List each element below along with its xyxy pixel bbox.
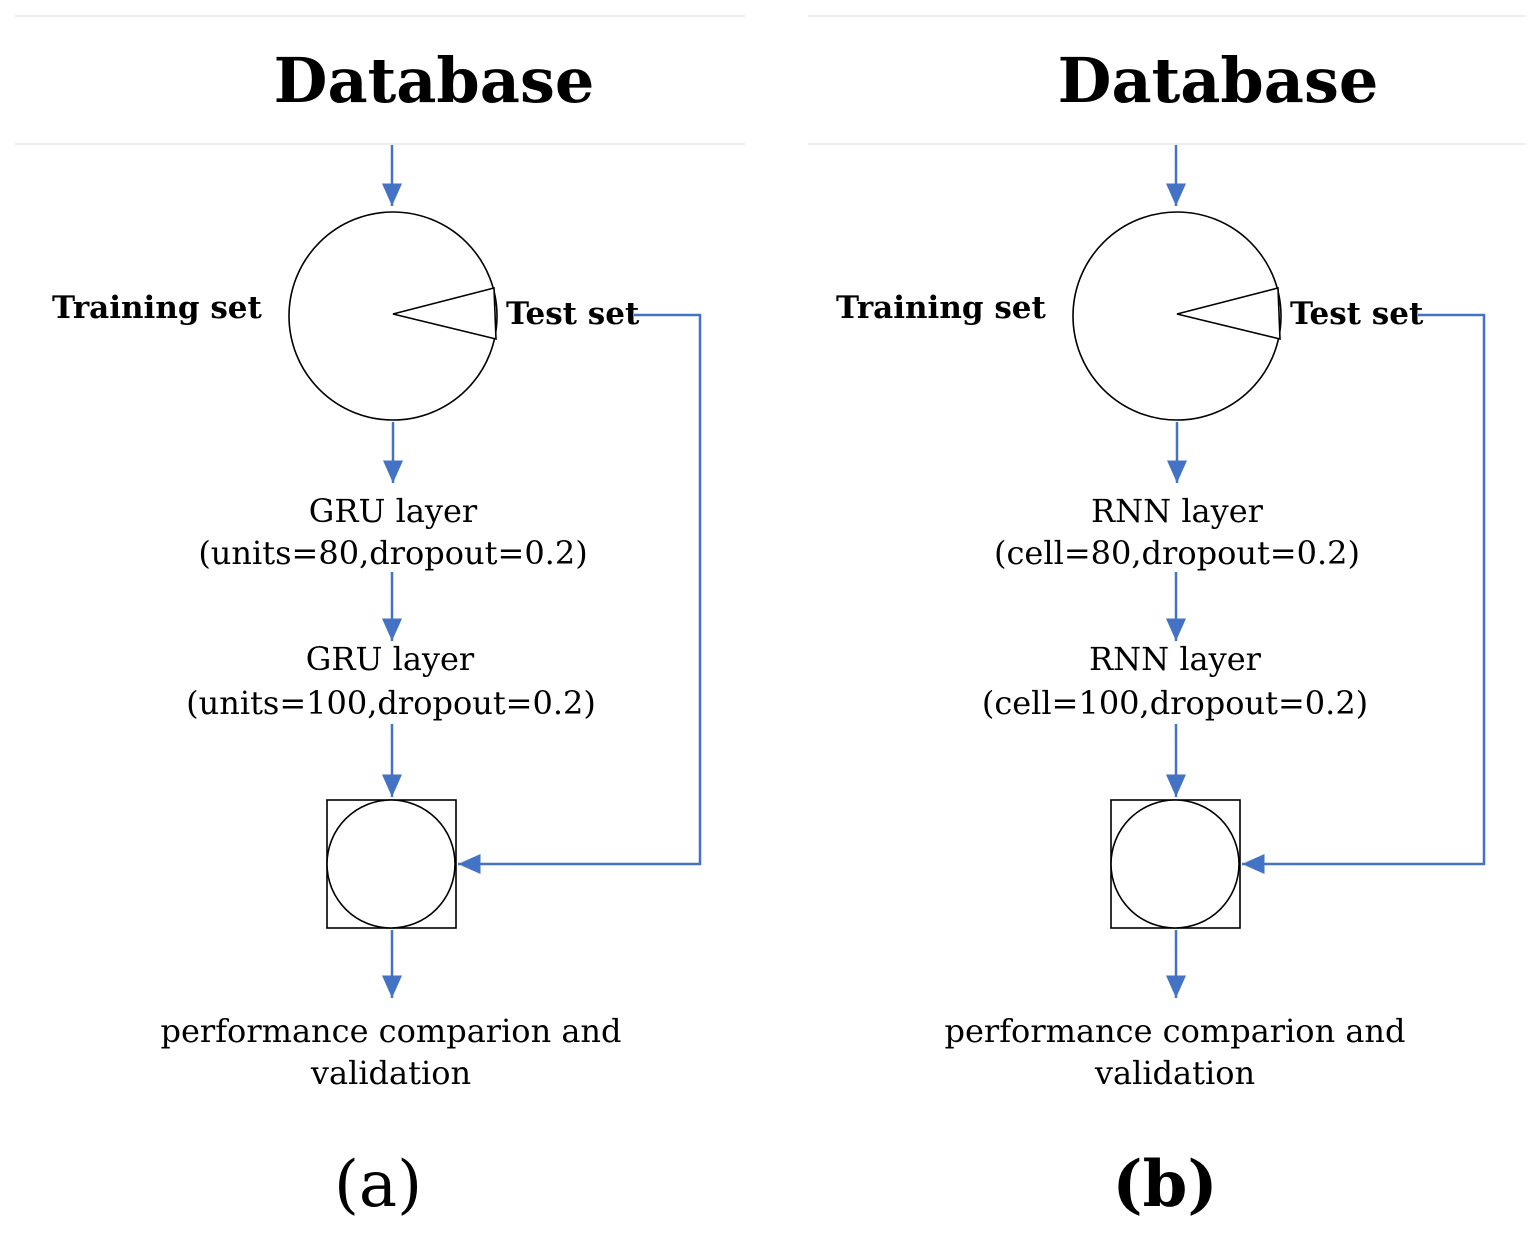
panel-b-output-circle: [1110, 799, 1240, 929]
panel-b-split-pie: [1072, 211, 1282, 421]
panel-b-layer2-name: RNN layer: [1089, 640, 1262, 678]
panel-a: Database Training set Test set GRU layer…: [15, 15, 745, 1222]
panel-a-result-line2: validation: [310, 1054, 471, 1092]
panel-b-dataset-circle: [1072, 211, 1282, 421]
panel-a-output-node: [326, 799, 457, 929]
panel-b-tag-text: (b): [1112, 1147, 1217, 1222]
panel-b-training-set-label: Training set: [836, 290, 1047, 326]
panel-a-layer2-name: GRU layer: [306, 640, 475, 678]
panel-a-layer2-params: (units=100,dropout=0.2): [186, 684, 596, 722]
panel-b-tag: (b): [1112, 1147, 1217, 1222]
panel-a-output-circle: [326, 799, 456, 929]
panel-a-split-pie: [288, 211, 498, 421]
panel-a-dataset-circle: [288, 211, 498, 421]
panel-b-layer2-params: (cell=100,dropout=0.2): [982, 684, 1368, 722]
panel-a-layer1-params: (units=80,dropout=0.2): [198, 534, 587, 572]
panel-b-test-set-label: Test set: [1290, 296, 1424, 332]
panel-a-result-line1: performance comparion and: [160, 1012, 621, 1050]
panel-b-database-title: Database: [1058, 44, 1379, 117]
panel-a-layer1-name: GRU layer: [309, 492, 478, 530]
panel-b-result-line1: performance comparion and: [944, 1012, 1405, 1050]
panel-a-tag: (a): [334, 1148, 422, 1222]
panel-a-database-title: Database: [274, 44, 595, 117]
panel-b-test-feedback-arrow: [1242, 313, 1486, 874]
panel-b-test-slice: [1176, 286, 1281, 341]
panel-a-test-slice: [392, 286, 497, 341]
panel-a-tag-text: (a): [334, 1148, 422, 1222]
panel-a-training-set-label: Training set: [52, 290, 263, 326]
panel-b-layer1-name: RNN layer: [1091, 492, 1264, 530]
panel-b-layer1-params: (cell=80,dropout=0.2): [994, 534, 1360, 572]
panel-a-test-set-label: Test set: [506, 296, 640, 332]
panel-a-test-feedback-arrow: [458, 313, 702, 874]
panel-b-result-line2: validation: [1094, 1054, 1255, 1092]
panel-b: Database Training set Test set RNN layer…: [808, 15, 1525, 1222]
panel-b-output-node: [1110, 799, 1241, 929]
